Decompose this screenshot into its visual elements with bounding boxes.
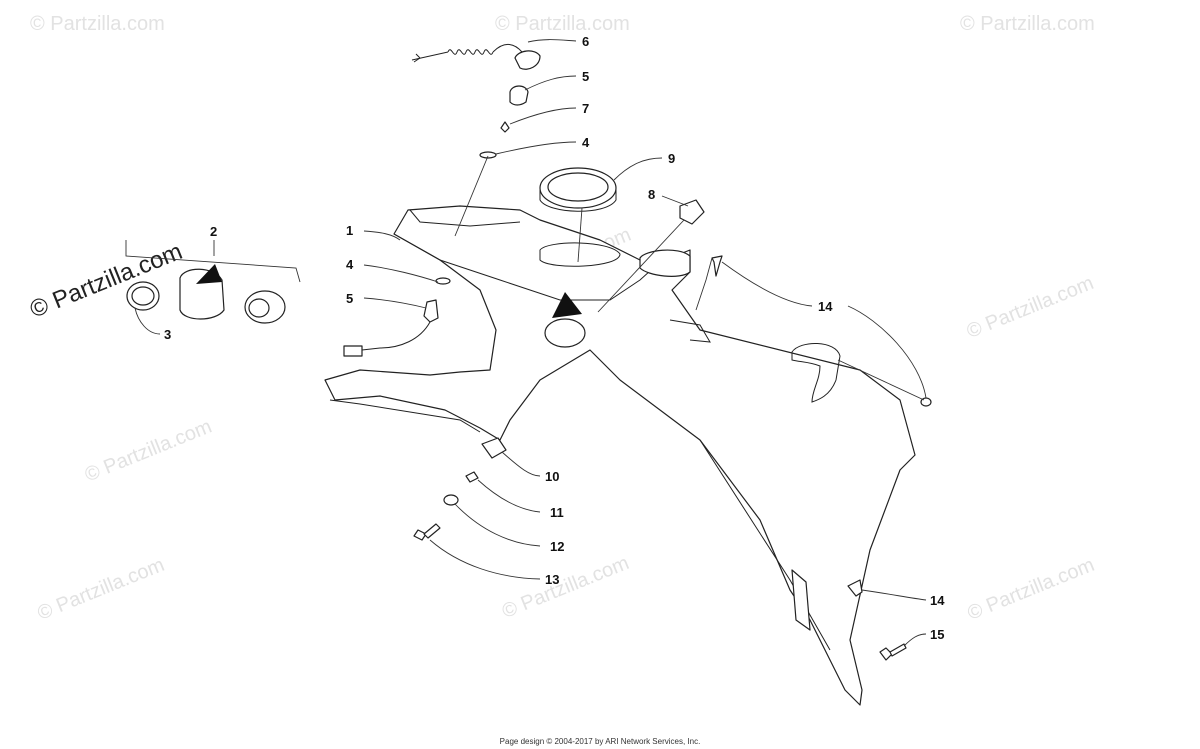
tether-cord-part[interactable] [411,44,541,70]
callout-2: 2 [210,224,217,239]
page-footer: Page design © 2004-2017 by ARI Network S… [499,737,701,746]
leader-lines [134,39,927,647]
callout-4: 4 [346,257,354,272]
callout-5: 5 [346,291,353,306]
callout-9: 9 [668,151,675,166]
tank-cover-part[interactable] [324,205,916,706]
callout-15: 15 [930,627,944,642]
knob-part[interactable] [509,85,529,106]
bracket-part[interactable] [481,437,507,459]
screw-part[interactable] [847,579,863,597]
callout-1: 1 [346,223,353,238]
callout-14: 14 [818,299,833,314]
watermark: © Partzilla.com [960,13,1095,35]
gauge-ring-part[interactable] [539,167,617,212]
callout-11: 11 [550,505,564,520]
washer-part[interactable] [435,277,451,285]
bolt-part[interactable] [879,643,907,661]
callout-6: 6 [582,34,589,49]
watermark: © Partzilla.com [34,554,167,625]
pin-part[interactable] [500,121,510,133]
callout-14: 14 [930,593,945,608]
watermark: © Partzilla.com [964,272,1097,343]
watermark: © Partzilla.com [30,13,165,35]
lock-washer-part[interactable] [465,471,479,483]
callout-13: 13 [545,572,559,587]
bolt-part[interactable] [413,523,441,541]
callout-3: 3 [164,327,171,342]
clip-part[interactable] [679,199,705,225]
watermark: © Partzilla.com [964,554,1097,625]
watermark: © Partzilla.com [82,416,215,487]
callout-8: 8 [648,187,655,202]
flat-washer-part[interactable] [443,494,459,506]
watermark: © Partzilla.com [499,552,632,623]
callout-10: 10 [545,469,559,484]
screw-part[interactable] [711,255,723,277]
grommet-assembly-part[interactable] [125,240,301,324]
callout-5: 5 [582,69,589,84]
callout-12: 12 [550,539,564,554]
callout-7: 7 [582,101,589,116]
callout-numbers: 6 5 7 4 9 8 1 4 5 2 3 10 11 12 13 14 14 … [164,34,945,642]
sensor-part[interactable] [343,299,439,357]
washer-part[interactable] [479,151,497,159]
watermark: © Partzilla.com [495,13,630,35]
callout-4: 4 [582,135,590,150]
brand-watermark: © Partzilla.com [26,238,186,324]
